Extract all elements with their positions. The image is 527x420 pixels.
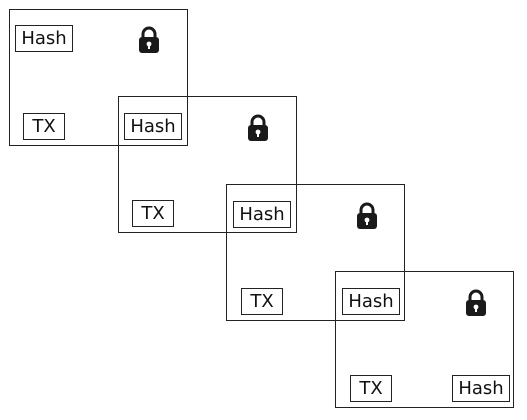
hash-label-4: Hash	[342, 288, 400, 315]
tx-label-2: TX	[132, 200, 174, 227]
hash-label-1: Hash	[15, 25, 73, 52]
lock-icon	[246, 114, 270, 142]
tx-label-4: TX	[350, 375, 392, 402]
hash-label-2: Hash	[124, 113, 182, 140]
tx-label-1: TX	[23, 113, 65, 140]
final-hash-label: Hash	[452, 375, 510, 402]
lock-icon	[464, 289, 488, 317]
hash-label-3: Hash	[233, 201, 291, 228]
lock-icon	[355, 202, 379, 230]
tx-label-3: TX	[241, 288, 283, 315]
block-3	[226, 184, 405, 321]
block-2	[118, 96, 297, 233]
block-1	[9, 9, 188, 146]
lock-icon	[137, 26, 161, 54]
block-4	[335, 271, 514, 408]
